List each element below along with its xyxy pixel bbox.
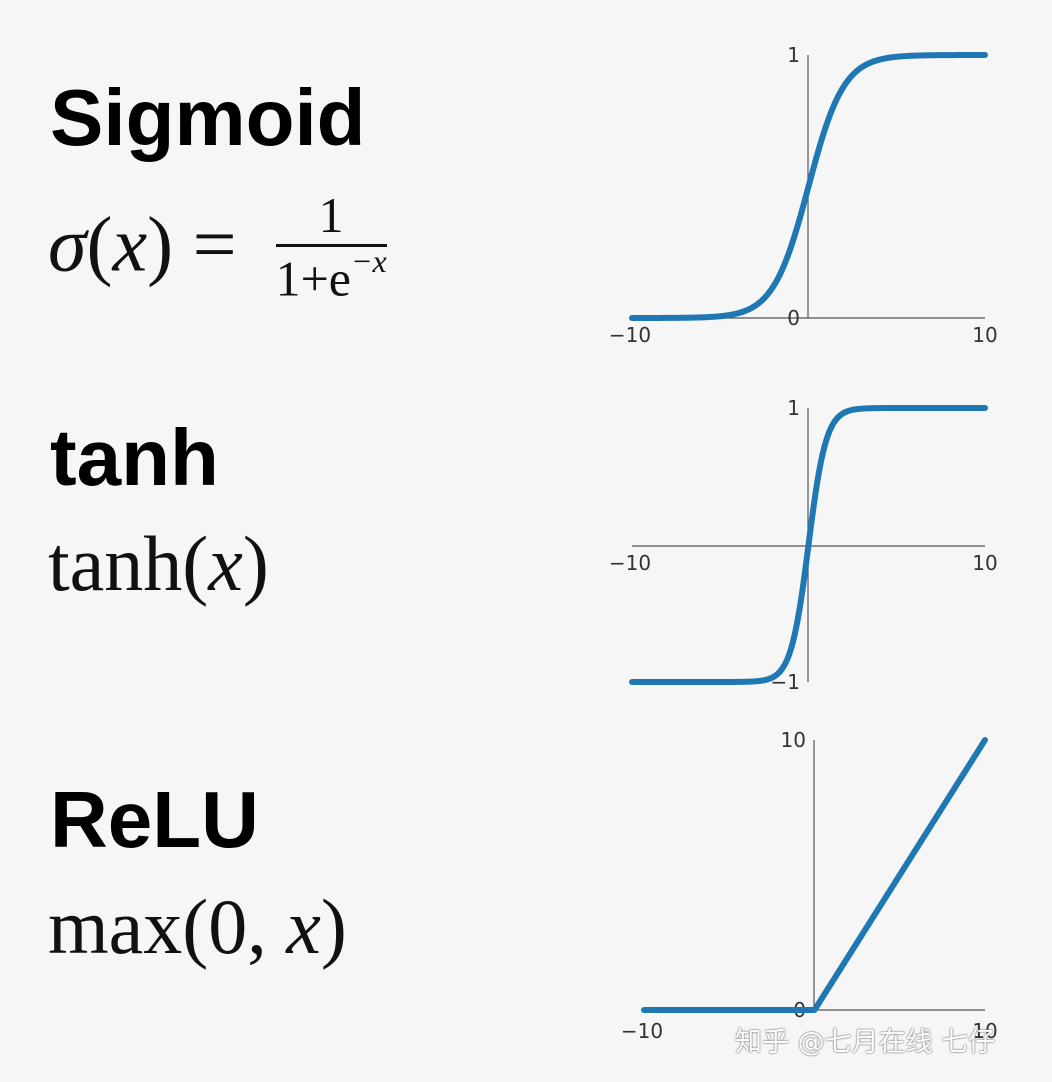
watermark: 知乎 @七月在线 七仔 [735,1027,996,1058]
y-tick-label: 1 [787,396,800,420]
x-tick-label: −10 [609,323,651,347]
tanh-formula: tanh(x) [48,525,269,603]
series-line-relu [641,737,988,1013]
sigmoid-fraction: 1 1+e−x [275,187,387,307]
y-tick-label: 10 [781,728,806,752]
relu-var: x [286,883,321,970]
tanh-title: tanh [50,413,219,502]
tanh-func: tanh( [48,520,209,607]
series-line-tanh [629,405,988,685]
x-tick-label: 10 [972,551,997,575]
denominator-base: 1+e [275,250,351,307]
equals-sign: = [173,200,257,288]
sigmoid-title: Sigmoid [50,73,366,162]
x-tick-label: −10 [621,1019,663,1043]
fraction-bar [275,243,387,247]
x-tick-label: 10 [972,1019,997,1043]
sigmoid-var: x [112,200,148,288]
relu-close-paren: ) [320,883,347,970]
tanh-close-paren: ) [242,520,269,607]
x-tick-label: 10 [972,323,997,347]
sigmoid-open-paren: ( [86,200,113,288]
relu-func: max(0, [48,883,287,970]
relu-title: ReLU [50,775,259,864]
tanh-var: x [208,520,243,607]
denominator-exponent: −x [350,242,387,279]
sigmoid-close-paren: ) [147,200,174,288]
sigmoid-formula: σ(x) = 1 1+e−x [48,189,387,311]
x-tick-label: −10 [609,551,651,575]
fraction-numerator: 1 [318,187,344,243]
y-tick-label: 1 [787,43,800,67]
fraction-denominator: 1+e−x [275,244,387,307]
relu-formula: max(0, x) [48,888,347,966]
y-tick-label: 0 [787,306,800,330]
sigma-symbol: σ [48,200,87,288]
series-line-sigmoid [629,52,988,321]
